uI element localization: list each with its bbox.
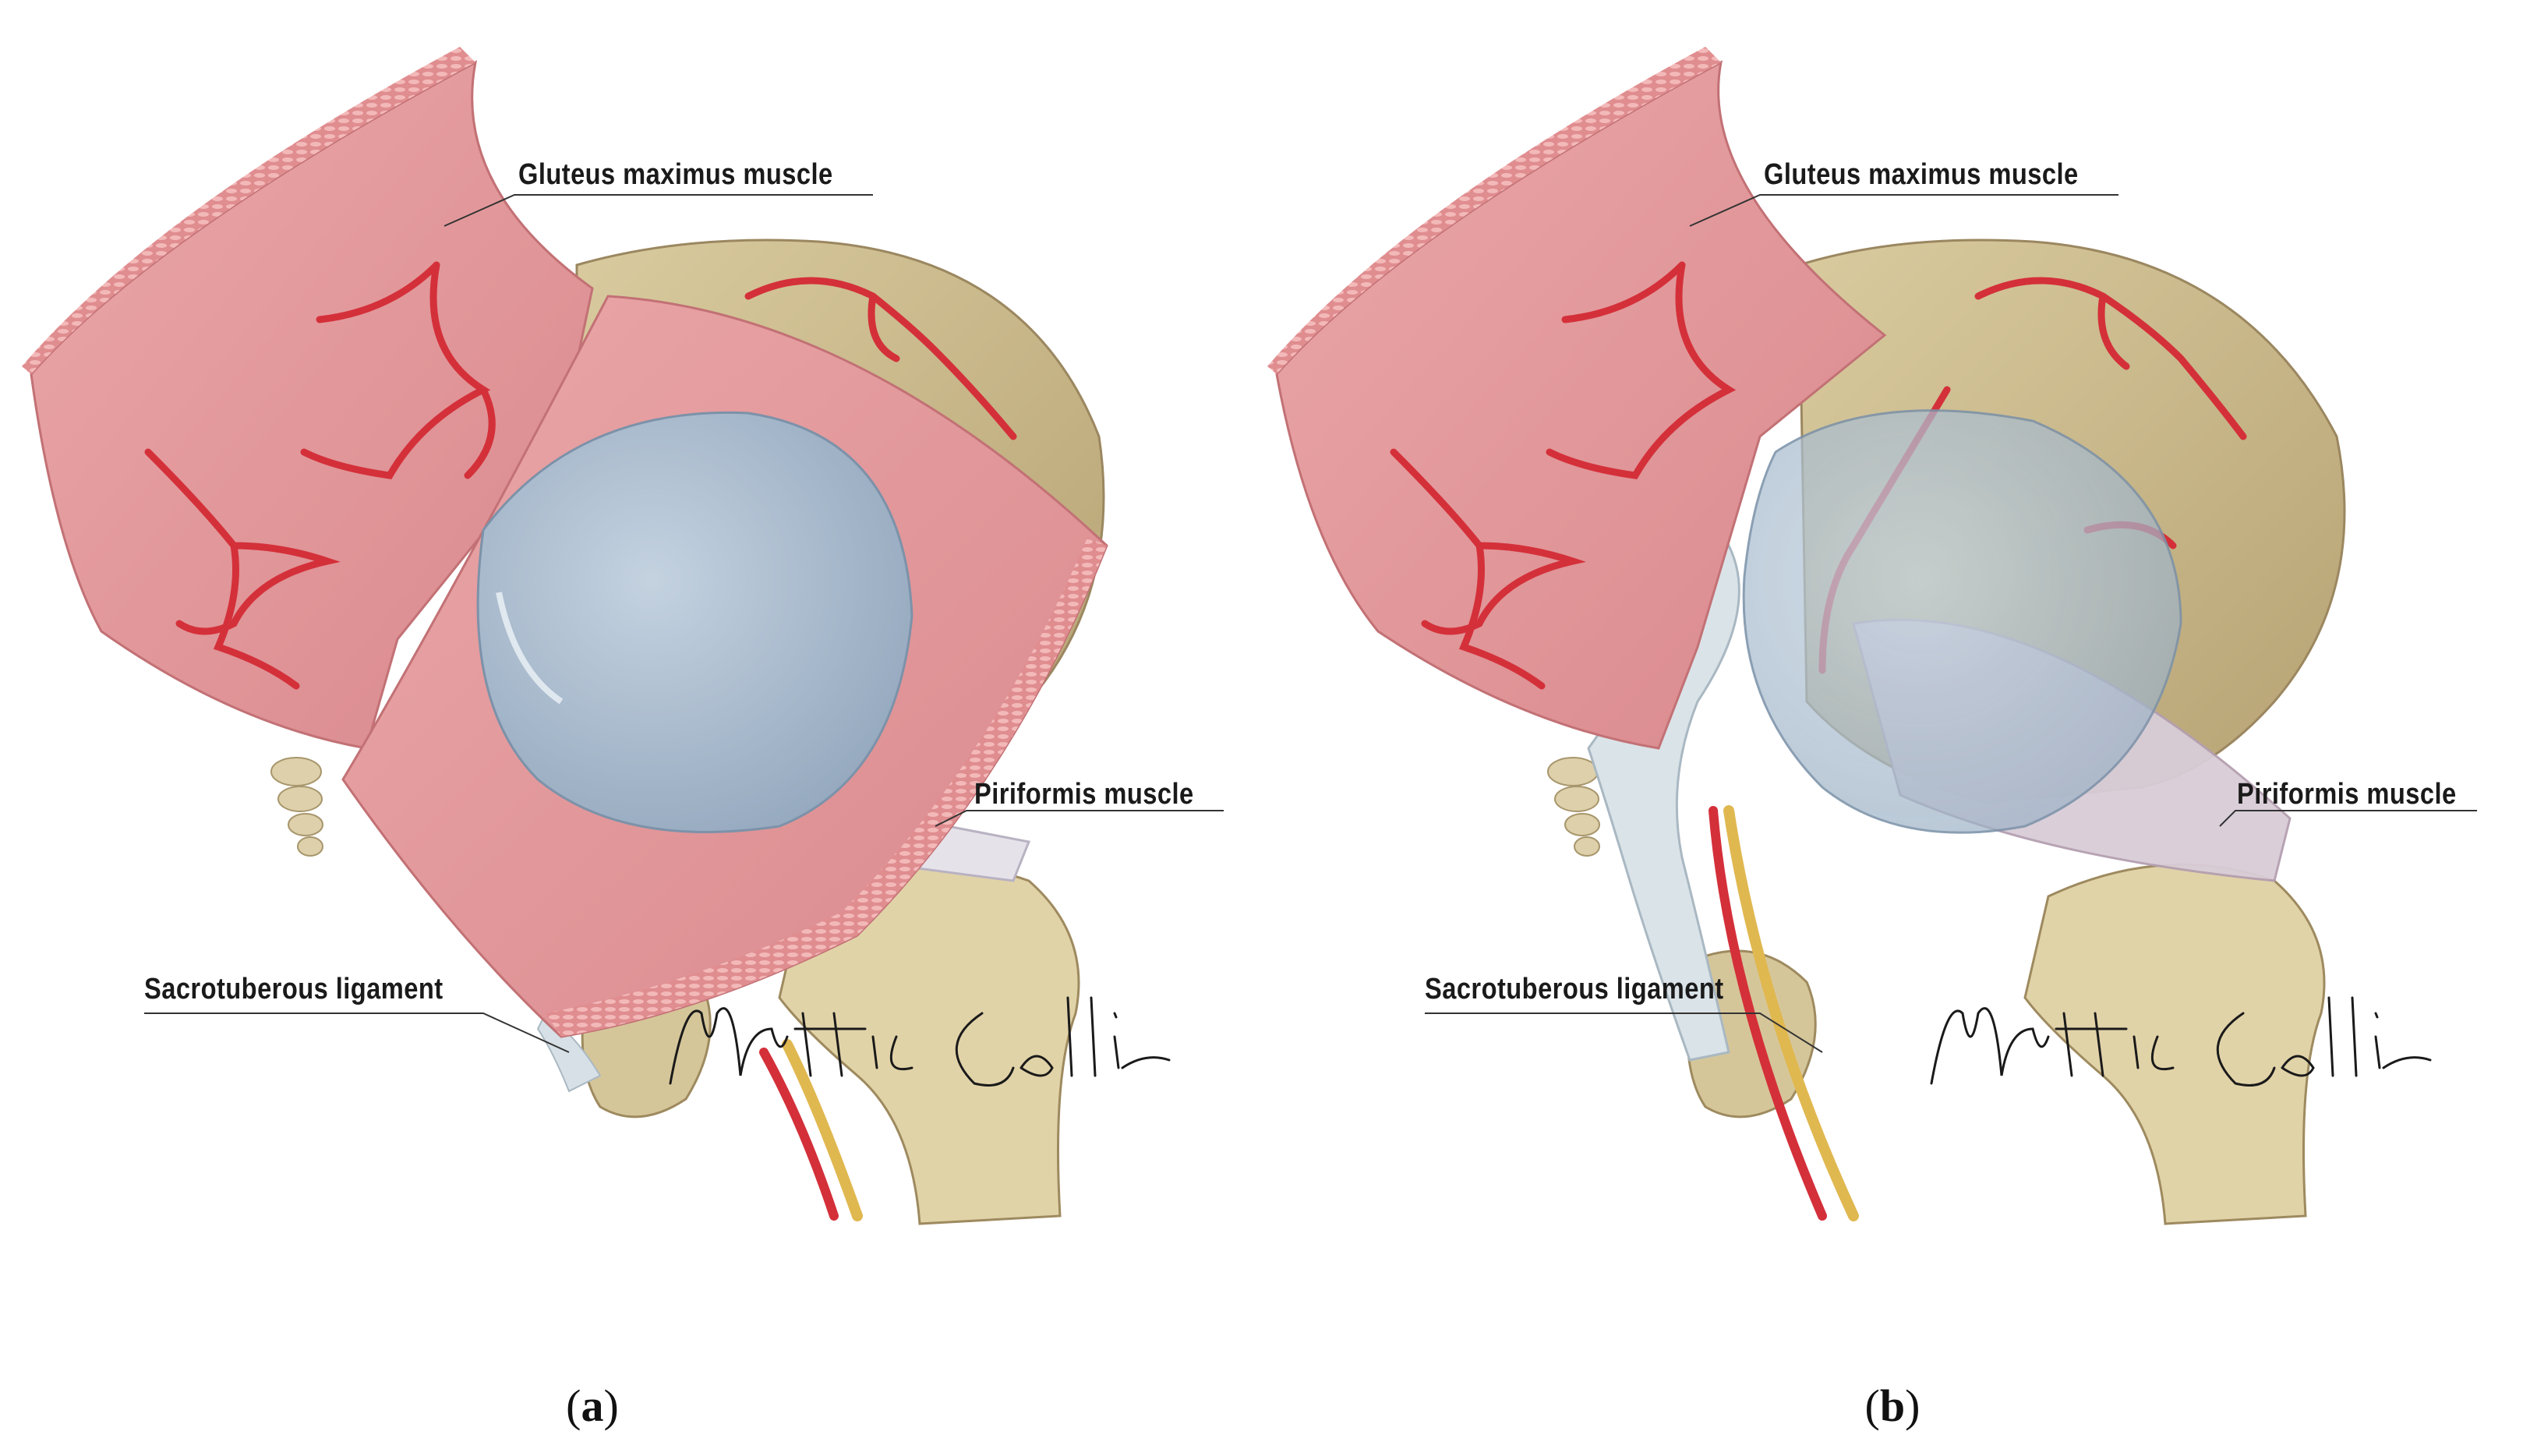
pelvic-vessels-a [744, 277, 1017, 440]
piriformis-label: Piriformis muscle [974, 778, 1194, 811]
gluteus-maximus-label: Gluteus maximus muscle [1764, 158, 2079, 191]
piriformis-label: Piriformis muscle [2237, 778, 2457, 811]
gluteus-cut-edge-top [22, 47, 475, 374]
inferior-gluteal-artery [759, 1048, 839, 1221]
cyst [476, 411, 913, 833]
gluteal-vessels-a [144, 261, 496, 690]
caption-b: (b) [1864, 1380, 1921, 1431]
gluteal-vessels-b [1390, 261, 1737, 690]
coccyx-bone [270, 757, 323, 857]
cyst [1742, 409, 2182, 834]
gluteus-maximus-label: Gluteus maximus muscle [518, 158, 833, 191]
caption-a: (a) [566, 1380, 619, 1431]
caption-letter-b: b [1879, 1380, 1906, 1431]
panel-a: Gluteus maximus muscle Piriformis muscle… [0, 0, 1261, 1456]
gluteus-maximus-flap [1275, 60, 1887, 750]
anatomy-illustration-b [1267, 47, 2477, 1225]
sciatic-nerve [1723, 805, 1859, 1221]
gluteus-maximus-flap [30, 60, 594, 750]
cyst-highlight [496, 592, 564, 705]
sacrotuberous-label: Sacrotuberous ligament [1425, 973, 1724, 1005]
anatomy-illustration-a [22, 47, 1224, 1225]
femur-bone [2023, 863, 2326, 1225]
inferior-gluteal-artery [1709, 806, 1827, 1221]
sciatic-nerve [782, 1039, 863, 1221]
artist-signature-a [669, 996, 1171, 1087]
coccyx-bone [1547, 757, 1600, 857]
panel-b: Gluteus maximus muscle Piriformis muscle… [1261, 0, 2522, 1456]
caption-letter-a: a [581, 1380, 604, 1431]
sacrotuberous-label: Sacrotuberous ligament [144, 973, 443, 1005]
leader-lines-b [1425, 194, 2477, 1053]
leader-lines-a [144, 194, 1224, 1053]
gluteus-cut-edge-top [1267, 47, 1721, 374]
gluteus-cut-edge-right [546, 538, 1107, 1037]
artist-signature-b [1930, 996, 2432, 1087]
